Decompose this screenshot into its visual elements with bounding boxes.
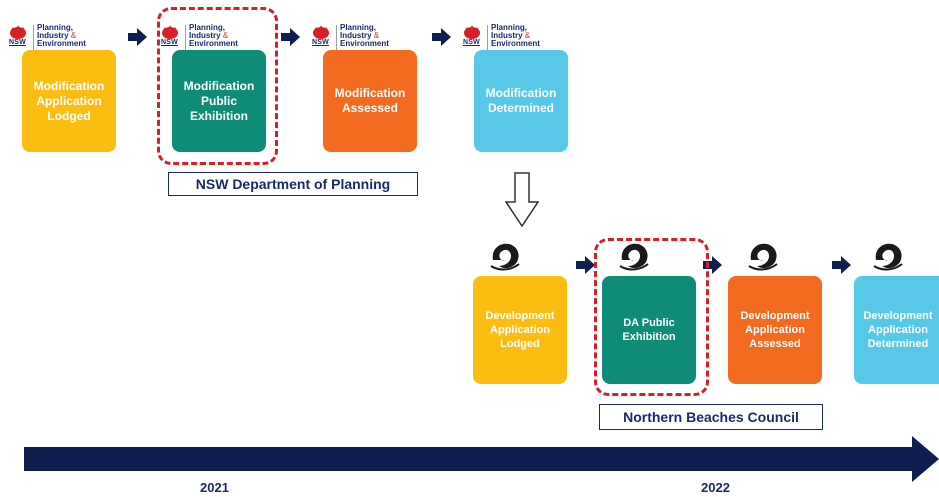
authority-label-council: Northern Beaches Council [599,404,823,430]
highlight-box [594,238,709,396]
council-logo-icon [490,243,520,271]
year-label: 2022 [701,480,730,495]
stage-modification-determined: Modification Determined [474,50,568,152]
council-logo-icon [748,243,778,271]
right-arrow-icon [281,28,300,46]
stage-modification-lodged: Modification Application Lodged [22,50,116,152]
council-logo-icon [873,243,903,271]
right-arrow-icon [432,28,451,46]
right-arrow-icon [128,28,147,46]
stage-da-lodged: Development Application Lodged [473,276,567,384]
logo-text: Planning, Industry & Environment [491,23,540,48]
year-label: 2021 [200,480,229,495]
logo-text: Planning, Industry & Environment [189,23,238,48]
nsw-logo: NSW Planning, Industry & Environment [8,24,108,54]
nsw-logo: NSW Planning, Industry & Environment [160,24,260,54]
nsw-badge: NSW [9,39,26,46]
down-arrow-icon [505,172,539,228]
stage-da-determined: Development Application Determined [854,276,939,384]
nsw-badge: NSW [312,39,329,46]
nsw-logo: NSW Planning, Industry & Environment [311,24,411,54]
right-arrow-icon [703,256,722,274]
waratah-icon [10,25,26,39]
right-arrow-icon [576,256,595,274]
highlight-box [157,7,278,165]
waratah-icon [313,25,329,39]
timeline-arrow [24,436,939,482]
waratah-icon [162,25,178,39]
stage-da-exhibition: DA Public Exhibition [602,276,696,384]
logo-text: Planning, Industry & Environment [37,23,86,48]
nsw-badge: NSW [161,39,178,46]
authority-label-nsw: NSW Department of Planning [168,172,418,196]
nsw-badge: NSW [463,39,480,46]
nsw-logo: NSW Planning, Industry & Environment [462,24,562,54]
stage-modification-assessed: Modification Assessed [323,50,417,152]
waratah-icon [464,25,480,39]
council-logo-icon [619,243,649,271]
logo-text: Planning, Industry & Environment [340,23,389,48]
stage-da-assessed: Development Application Assessed [728,276,822,384]
right-arrow-icon [832,256,851,274]
stage-modification-exhibition: Modification Public Exhibition [172,50,266,152]
